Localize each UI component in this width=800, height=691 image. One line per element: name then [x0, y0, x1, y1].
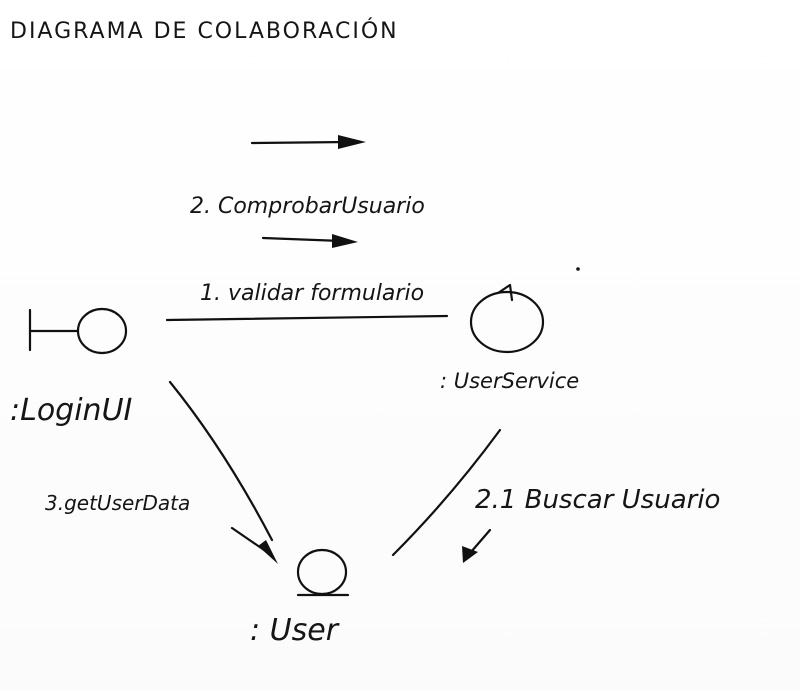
object-label-user: : User [250, 613, 340, 648]
message-label-2: 2. ComprobarUsuario [190, 194, 425, 219]
message-arrow-1 [261, 234, 358, 248]
message-arrow-2 [250, 135, 366, 149]
object-label-login-ui: :LoginUI [10, 393, 133, 428]
object-label-user-service: : UserService [440, 369, 579, 393]
message-arrow-3 [230, 526, 278, 564]
link-loginui-user [168, 380, 274, 542]
message-label-3: 3.getUserData [45, 491, 190, 515]
link-userservice-user [391, 428, 502, 557]
boundary-icon [28, 307, 128, 355]
message-arrow-2-1 [462, 528, 492, 563]
link-loginui-userservice [165, 314, 449, 322]
diagram-title: DIAGRAMA DE COLABORACIÓN [10, 18, 399, 44]
stray-mark [576, 267, 580, 271]
control-icon [469, 283, 545, 354]
message-label-2-1: 2.1 Buscar Usuario [475, 485, 720, 515]
entity-icon [296, 548, 350, 597]
message-label-1: 1. validar formulario [200, 281, 424, 306]
